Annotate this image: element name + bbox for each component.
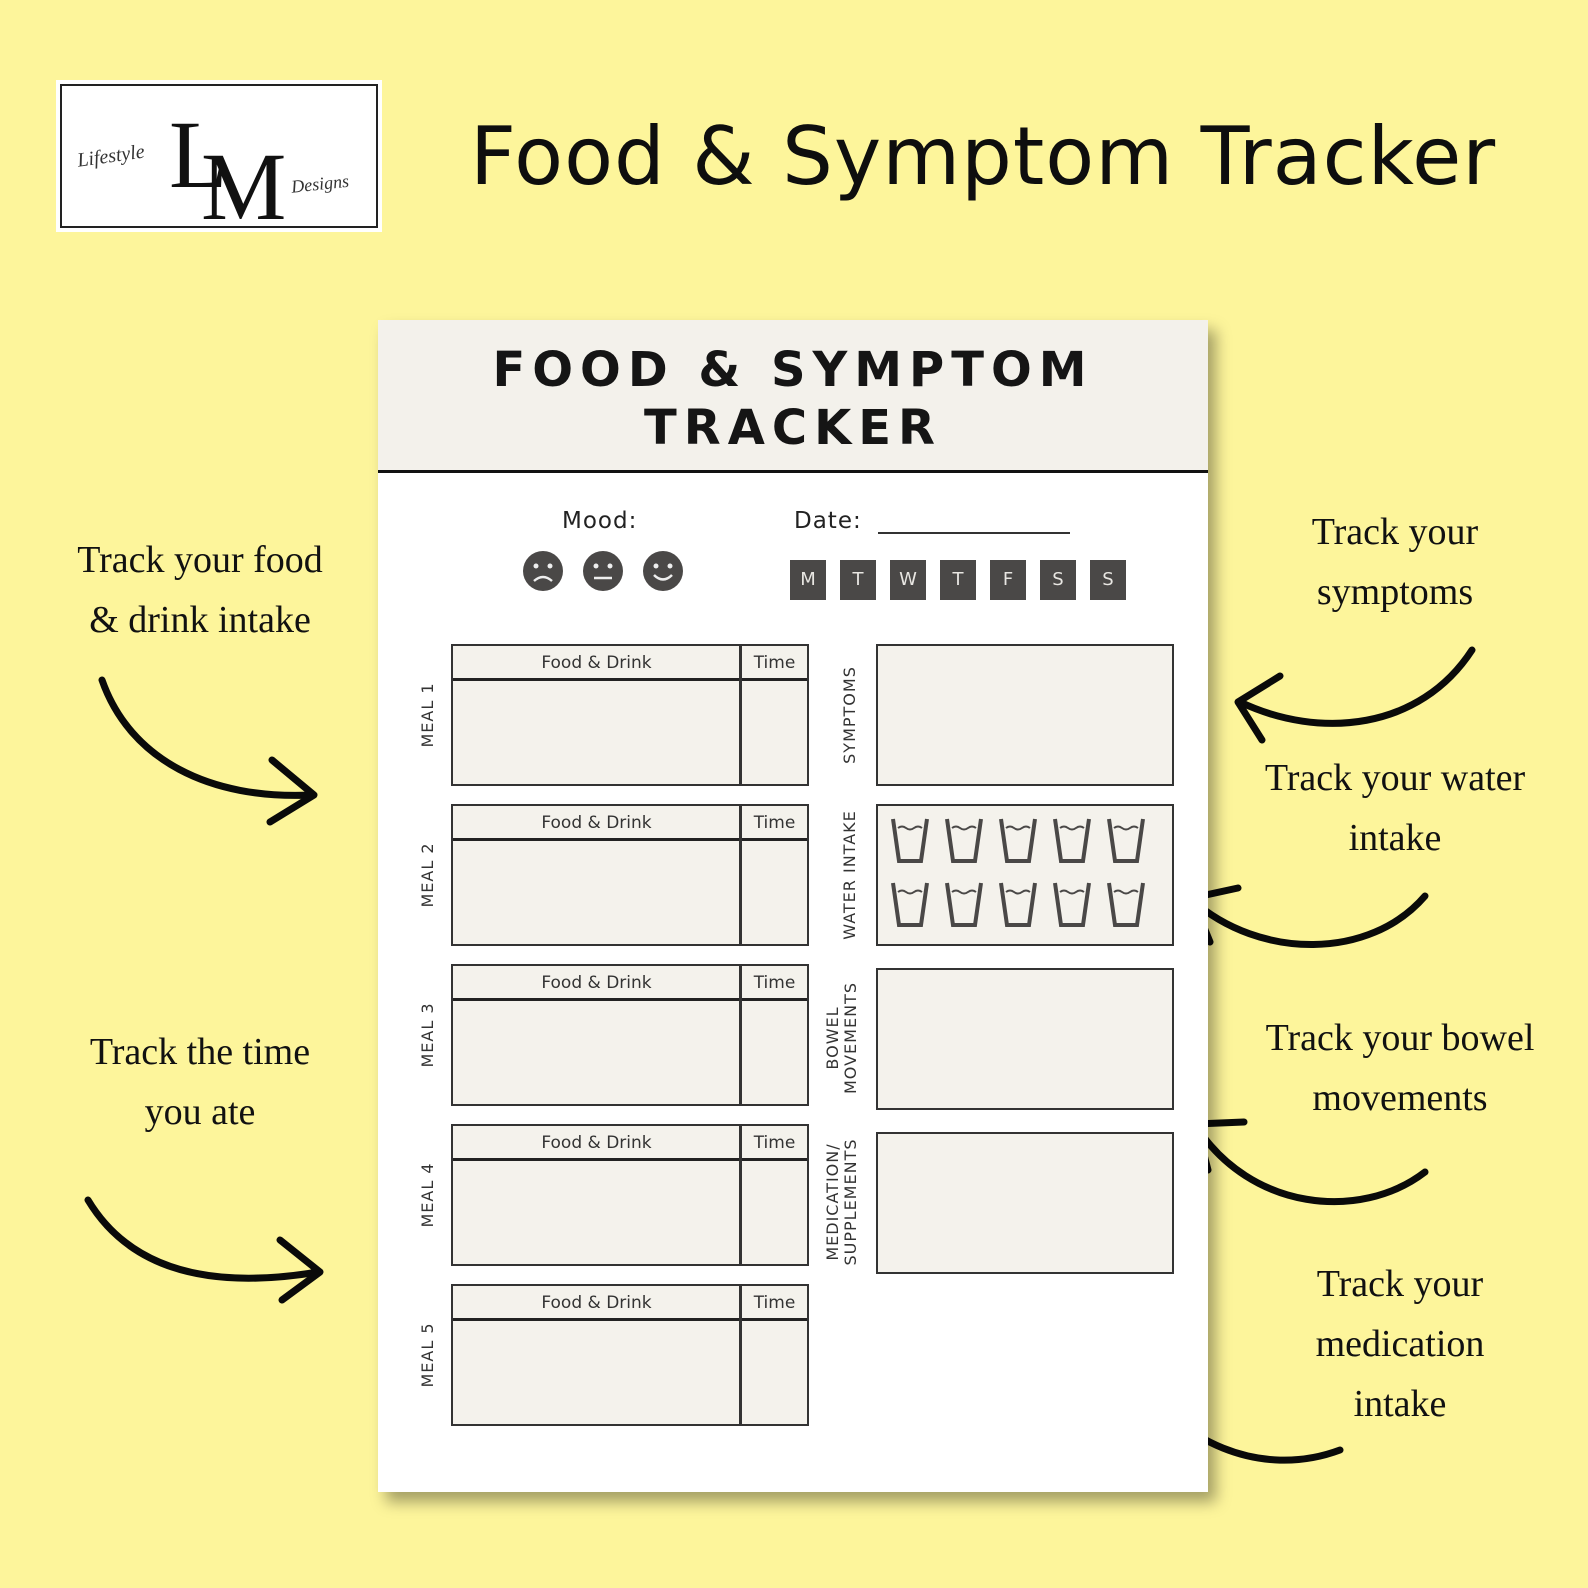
water-intake-box [876,804,1174,946]
callout-food: Track your food & drink intake [77,539,323,641]
time-header: Time [753,813,796,833]
happy-face-icon[interactable] [642,550,684,592]
lm-monogram-logo: Lifestyle L M Designs [75,101,350,235]
neutral-face-icon[interactable] [582,550,624,592]
tracker-sheet: FOOD & SYMPTOM TRACKER Mood: Date: M T W… [378,320,1208,1492]
day-badge-f[interactable]: F [990,560,1026,600]
date-label: Date: [794,508,862,534]
food-drink-header: Food & Drink [541,973,652,993]
meal-header: Food & Drink Time [453,806,807,841]
day-badge-s[interactable]: S [1040,560,1076,600]
food-drink-header: Food & Drink [541,813,652,833]
column-divider [739,1286,742,1424]
mood-label: Mood: [562,508,638,534]
callout-symptoms: Track your symptoms [1311,511,1479,613]
symptoms-label: SYMPTOMS [840,666,859,764]
sad-face-icon[interactable] [522,550,564,592]
callout-medication: Track your medication intake [1315,1263,1485,1425]
time-header: Time [753,1133,796,1153]
day-badge-t[interactable]: T [840,560,876,600]
arrow-icon [84,1196,324,1304]
meal-label: MEAL 1 [418,682,437,748]
meal-header: Food & Drink Time [453,646,807,681]
meal-1-box[interactable]: Food & Drink Time [451,644,809,786]
meal-4-box[interactable]: Food & Drink Time [451,1124,809,1266]
medication-label: MEDICATION/ SUPPLEMENTS [823,1138,860,1266]
bowel-movements-label: BOWEL MOVEMENTS [823,982,860,1094]
medication-box[interactable] [876,1132,1174,1274]
svg-text:L: L [169,101,228,208]
callout-bowel: Track your bowel movements [1265,1017,1535,1119]
meal-2-box[interactable]: Food & Drink Time [451,804,809,946]
day-badge-w[interactable]: W [890,560,926,600]
column-divider [739,806,742,944]
symptoms-box[interactable] [876,644,1174,786]
water-cup-icon[interactable] [1052,816,1092,864]
meal-3-box[interactable]: Food & Drink Time [451,964,809,1106]
arrow-icon [1188,884,1429,948]
meal-label: MEAL 3 [418,1002,437,1068]
svg-text:Designs: Designs [289,171,350,197]
day-badge-s[interactable]: S [1090,560,1126,600]
water-cup-icon[interactable] [890,880,930,928]
time-header: Time [753,1293,796,1313]
sheet-title: FOOD & SYMPTOM [492,342,1094,398]
food-drink-header: Food & Drink [541,1133,652,1153]
arrow-icon [98,676,318,826]
meal-header: Food & Drink Time [453,1126,807,1161]
day-badge-m[interactable]: M [790,560,826,600]
meal-header: Food & Drink Time [453,1286,807,1321]
callout-water: Track your water intake [1264,757,1526,859]
page-headline: Food & Symptom Tracker [470,110,1497,203]
meal-label: MEAL 2 [418,842,437,908]
food-drink-header: Food & Drink [541,1293,652,1313]
date-field[interactable] [878,532,1070,534]
arrow-icon [1234,646,1476,744]
arrow-icon [1192,1118,1429,1206]
water-cup-icon[interactable] [944,880,984,928]
callout-time: Track the time you ate [89,1031,311,1133]
meal-header: Food & Drink Time [453,966,807,1001]
time-header: Time [753,653,796,673]
svg-text:M: M [201,133,286,235]
day-badge-t[interactable]: T [940,560,976,600]
meal-5-box[interactable]: Food & Drink Time [451,1284,809,1426]
column-divider [739,646,742,784]
water-cup-icon[interactable] [998,880,1038,928]
brand-logo: Lifestyle L M Designs [56,80,382,235]
column-divider [739,966,742,1104]
water-cup-icon[interactable] [890,816,930,864]
meal-label: MEAL 4 [418,1162,437,1228]
sheet-header: FOOD & SYMPTOM TRACKER [378,320,1208,473]
sheet-title: TRACKER [643,400,943,456]
water-cup-icon[interactable] [1106,880,1146,928]
bowel-movements-box[interactable] [876,968,1174,1110]
meal-label: MEAL 5 [418,1322,437,1388]
time-header: Time [753,973,796,993]
food-drink-header: Food & Drink [541,653,652,673]
column-divider [739,1126,742,1264]
water-cup-icon[interactable] [998,816,1038,864]
svg-text:Lifestyle: Lifestyle [75,141,146,172]
water-cup-icon[interactable] [1106,816,1146,864]
water-intake-label: WATER INTAKE [840,810,859,940]
water-cup-icon[interactable] [944,816,984,864]
water-cup-icon[interactable] [1052,880,1092,928]
